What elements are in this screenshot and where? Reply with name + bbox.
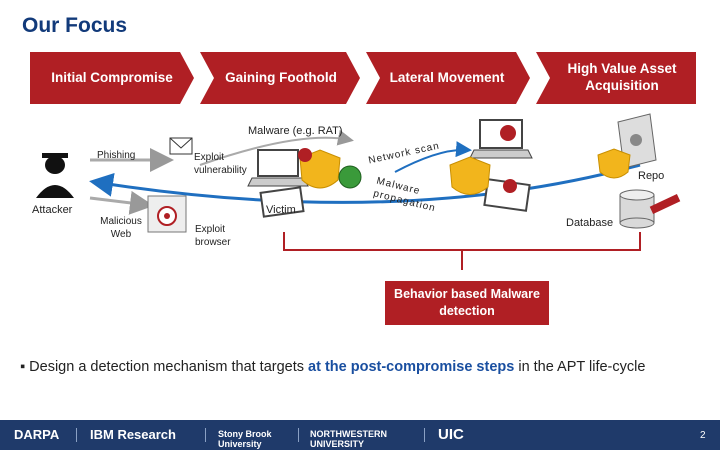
footer-divider bbox=[205, 428, 206, 442]
stage-shape-1 bbox=[30, 52, 194, 104]
darpa-logo: DARPA bbox=[14, 427, 60, 442]
network-globe-icon bbox=[338, 165, 362, 189]
phishing-label: Phishing bbox=[97, 150, 136, 161]
attacker-icon bbox=[36, 153, 74, 198]
exploit-vulnerability-label: Exploit vulnerability bbox=[194, 152, 247, 176]
bullet-marker: ▪ bbox=[20, 359, 30, 375]
malicious-web-icon bbox=[147, 195, 187, 233]
bullet-highlight: at the post-compromise steps bbox=[308, 359, 515, 375]
attacker-label: Attacker bbox=[32, 204, 73, 216]
stage-high-value-asset: High Value Asset Acquisition bbox=[567, 61, 677, 93]
victim-laptop-top bbox=[247, 149, 309, 187]
command-control-arrow bbox=[89, 163, 641, 204]
malicious-web-arrow bbox=[89, 190, 154, 215]
repo-shield-icon bbox=[597, 148, 631, 179]
stony-brook-logo: Stony Brook University bbox=[218, 429, 272, 449]
uic-logo: UIC bbox=[438, 426, 464, 443]
stage-shape-2 bbox=[200, 52, 360, 104]
envelope-icon bbox=[169, 137, 193, 155]
database-label: Database bbox=[566, 217, 614, 229]
victim-label: Victim bbox=[266, 204, 296, 216]
malware-bug-icon-2 bbox=[500, 125, 516, 141]
footer-divider bbox=[298, 428, 299, 442]
victim-to-rat-arrow bbox=[199, 129, 354, 166]
bullet-text-post: in the APT life-cycle bbox=[514, 359, 646, 375]
northwestern-logo: NORTHWESTERN UNIVERSITY bbox=[310, 429, 387, 449]
footer-divider bbox=[76, 428, 77, 442]
stage-shape-4 bbox=[536, 52, 696, 104]
victim-laptop-bottom bbox=[259, 186, 305, 218]
focus-bullet: ▪ Design a detection mechanism that targ… bbox=[20, 358, 710, 377]
slide-title: Our Focus bbox=[22, 14, 128, 37]
stage-lateral-movement: Lateral Movement bbox=[389, 69, 505, 85]
malware-bug-icon-3 bbox=[503, 179, 517, 193]
footer-bar: DARPA IBM Research Stony Brook Universit… bbox=[0, 420, 720, 450]
lateral-shield-icon bbox=[449, 156, 491, 195]
apt-diagram bbox=[36, 113, 681, 270]
page-number: 2 bbox=[700, 430, 706, 441]
stage-shape-3 bbox=[366, 52, 530, 104]
malware-bug-icon-1 bbox=[298, 148, 312, 162]
post-compromise-bracket bbox=[283, 232, 641, 270]
bullet-text-pre: Design a detection mechanism that target… bbox=[29, 359, 309, 375]
lateral-laptop-top bbox=[469, 119, 533, 159]
stage-initial-compromise: Initial Compromise bbox=[51, 69, 173, 85]
repo-label: Repo bbox=[638, 170, 665, 182]
stage-chevrons bbox=[30, 52, 696, 104]
network-scan-arrow bbox=[394, 141, 472, 173]
stage-gaining-foothold: Gaining Foothold bbox=[225, 69, 337, 85]
footer-divider bbox=[424, 428, 425, 442]
behavior-detection-callout: Behavior based Malware detection bbox=[385, 281, 549, 325]
database-icon bbox=[619, 189, 681, 229]
malware-rat-label: Malware (e.g. RAT) bbox=[248, 125, 343, 137]
malicious-web-label: Malicious Web bbox=[100, 216, 142, 240]
exploit-browser-label: Exploit browser bbox=[195, 224, 231, 248]
ibm-research-logo: IBM Research bbox=[90, 427, 176, 442]
